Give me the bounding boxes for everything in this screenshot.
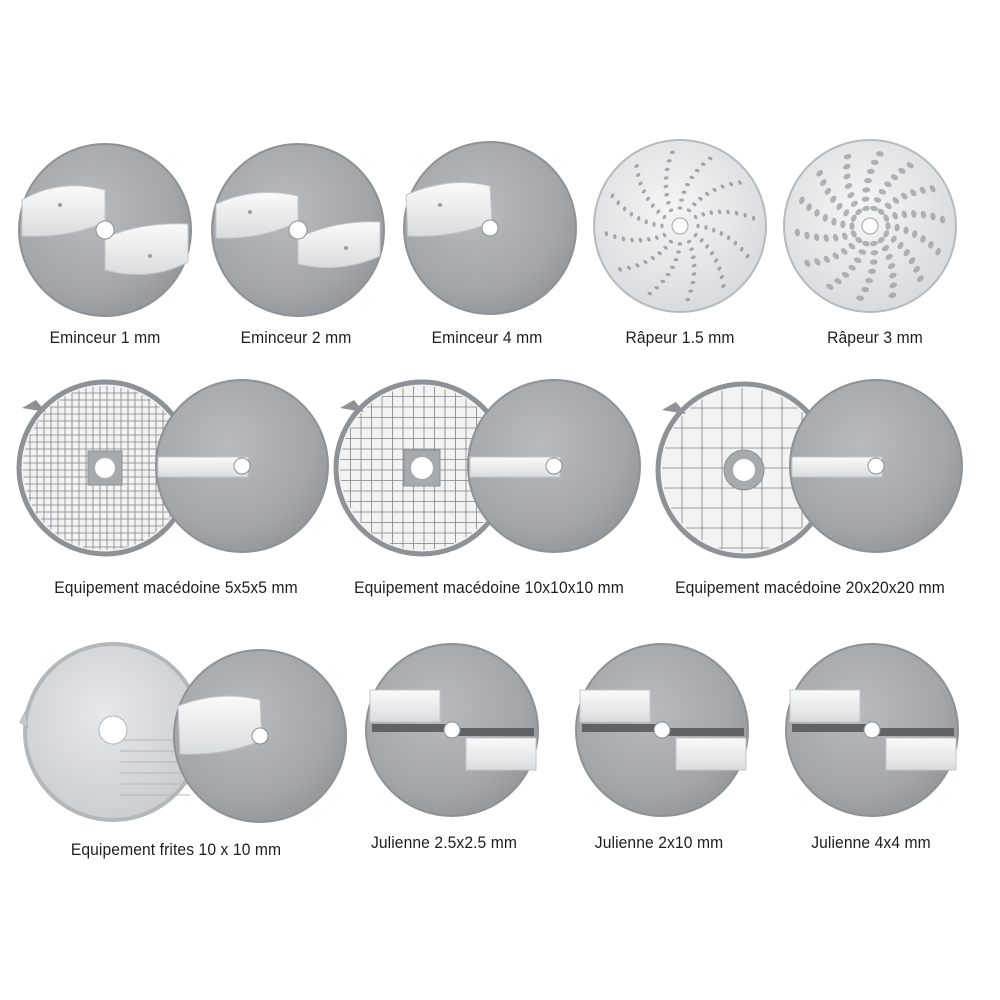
- label-rapeur-3mm: Râpeur 3 mm: [827, 328, 923, 347]
- label-frites: Equipement frites 10 x 10 mm: [70, 840, 282, 859]
- label-julienne-2x10mm: Julienne 2x10 mm: [594, 833, 724, 852]
- macedoine-10mm-disc-icon: [467, 379, 641, 553]
- grater-holes: [604, 150, 756, 302]
- label-macedoine-20mm: Equipement macédoine 20x20x20 mm: [675, 578, 945, 597]
- dice-grid: [662, 388, 826, 552]
- label-eminceur-1mm: Eminceur 1 mm: [49, 328, 161, 347]
- label-rapeur-1-5mm: Râpeur 1.5 mm: [625, 328, 735, 347]
- frites-disc-icon: [173, 649, 347, 823]
- macedoine-5mm-grid-icon: [16, 379, 194, 557]
- macedoine-20mm-grid-icon: [655, 381, 833, 559]
- rapeur-3mm-disc-icon: [783, 139, 957, 313]
- julienne-2x10mm-disc-icon: [575, 643, 749, 817]
- macedoine-20mm-disc-icon: [789, 379, 963, 553]
- grater-holes: [794, 151, 946, 301]
- eminceur-4mm-disc-icon: [403, 141, 577, 315]
- eminceur-1mm-disc-icon: [18, 143, 192, 317]
- eminceur-2mm-disc-icon: [211, 143, 385, 317]
- label-macedoine-10mm: Equipement macédoine 10x10x10 mm: [354, 578, 624, 597]
- julienne-2-5mm-disc-icon: [365, 643, 539, 817]
- julienne-4x4mm-disc-icon: [785, 643, 959, 817]
- label-eminceur-4mm: Eminceur 4 mm: [431, 328, 543, 347]
- rapeur-1-5mm-disc-icon: [593, 139, 767, 313]
- label-julienne-4x4mm: Julienne 4x4 mm: [811, 833, 931, 852]
- label-julienne-2-5mm: Julienne 2.5x2.5 mm: [370, 833, 518, 852]
- label-eminceur-2mm: Eminceur 2 mm: [240, 328, 352, 347]
- macedoine-10mm-grid-icon: [333, 379, 511, 557]
- macedoine-5mm-disc-icon: [155, 379, 329, 553]
- label-macedoine-5mm: Equipement macédoine 5x5x5 mm: [54, 578, 298, 597]
